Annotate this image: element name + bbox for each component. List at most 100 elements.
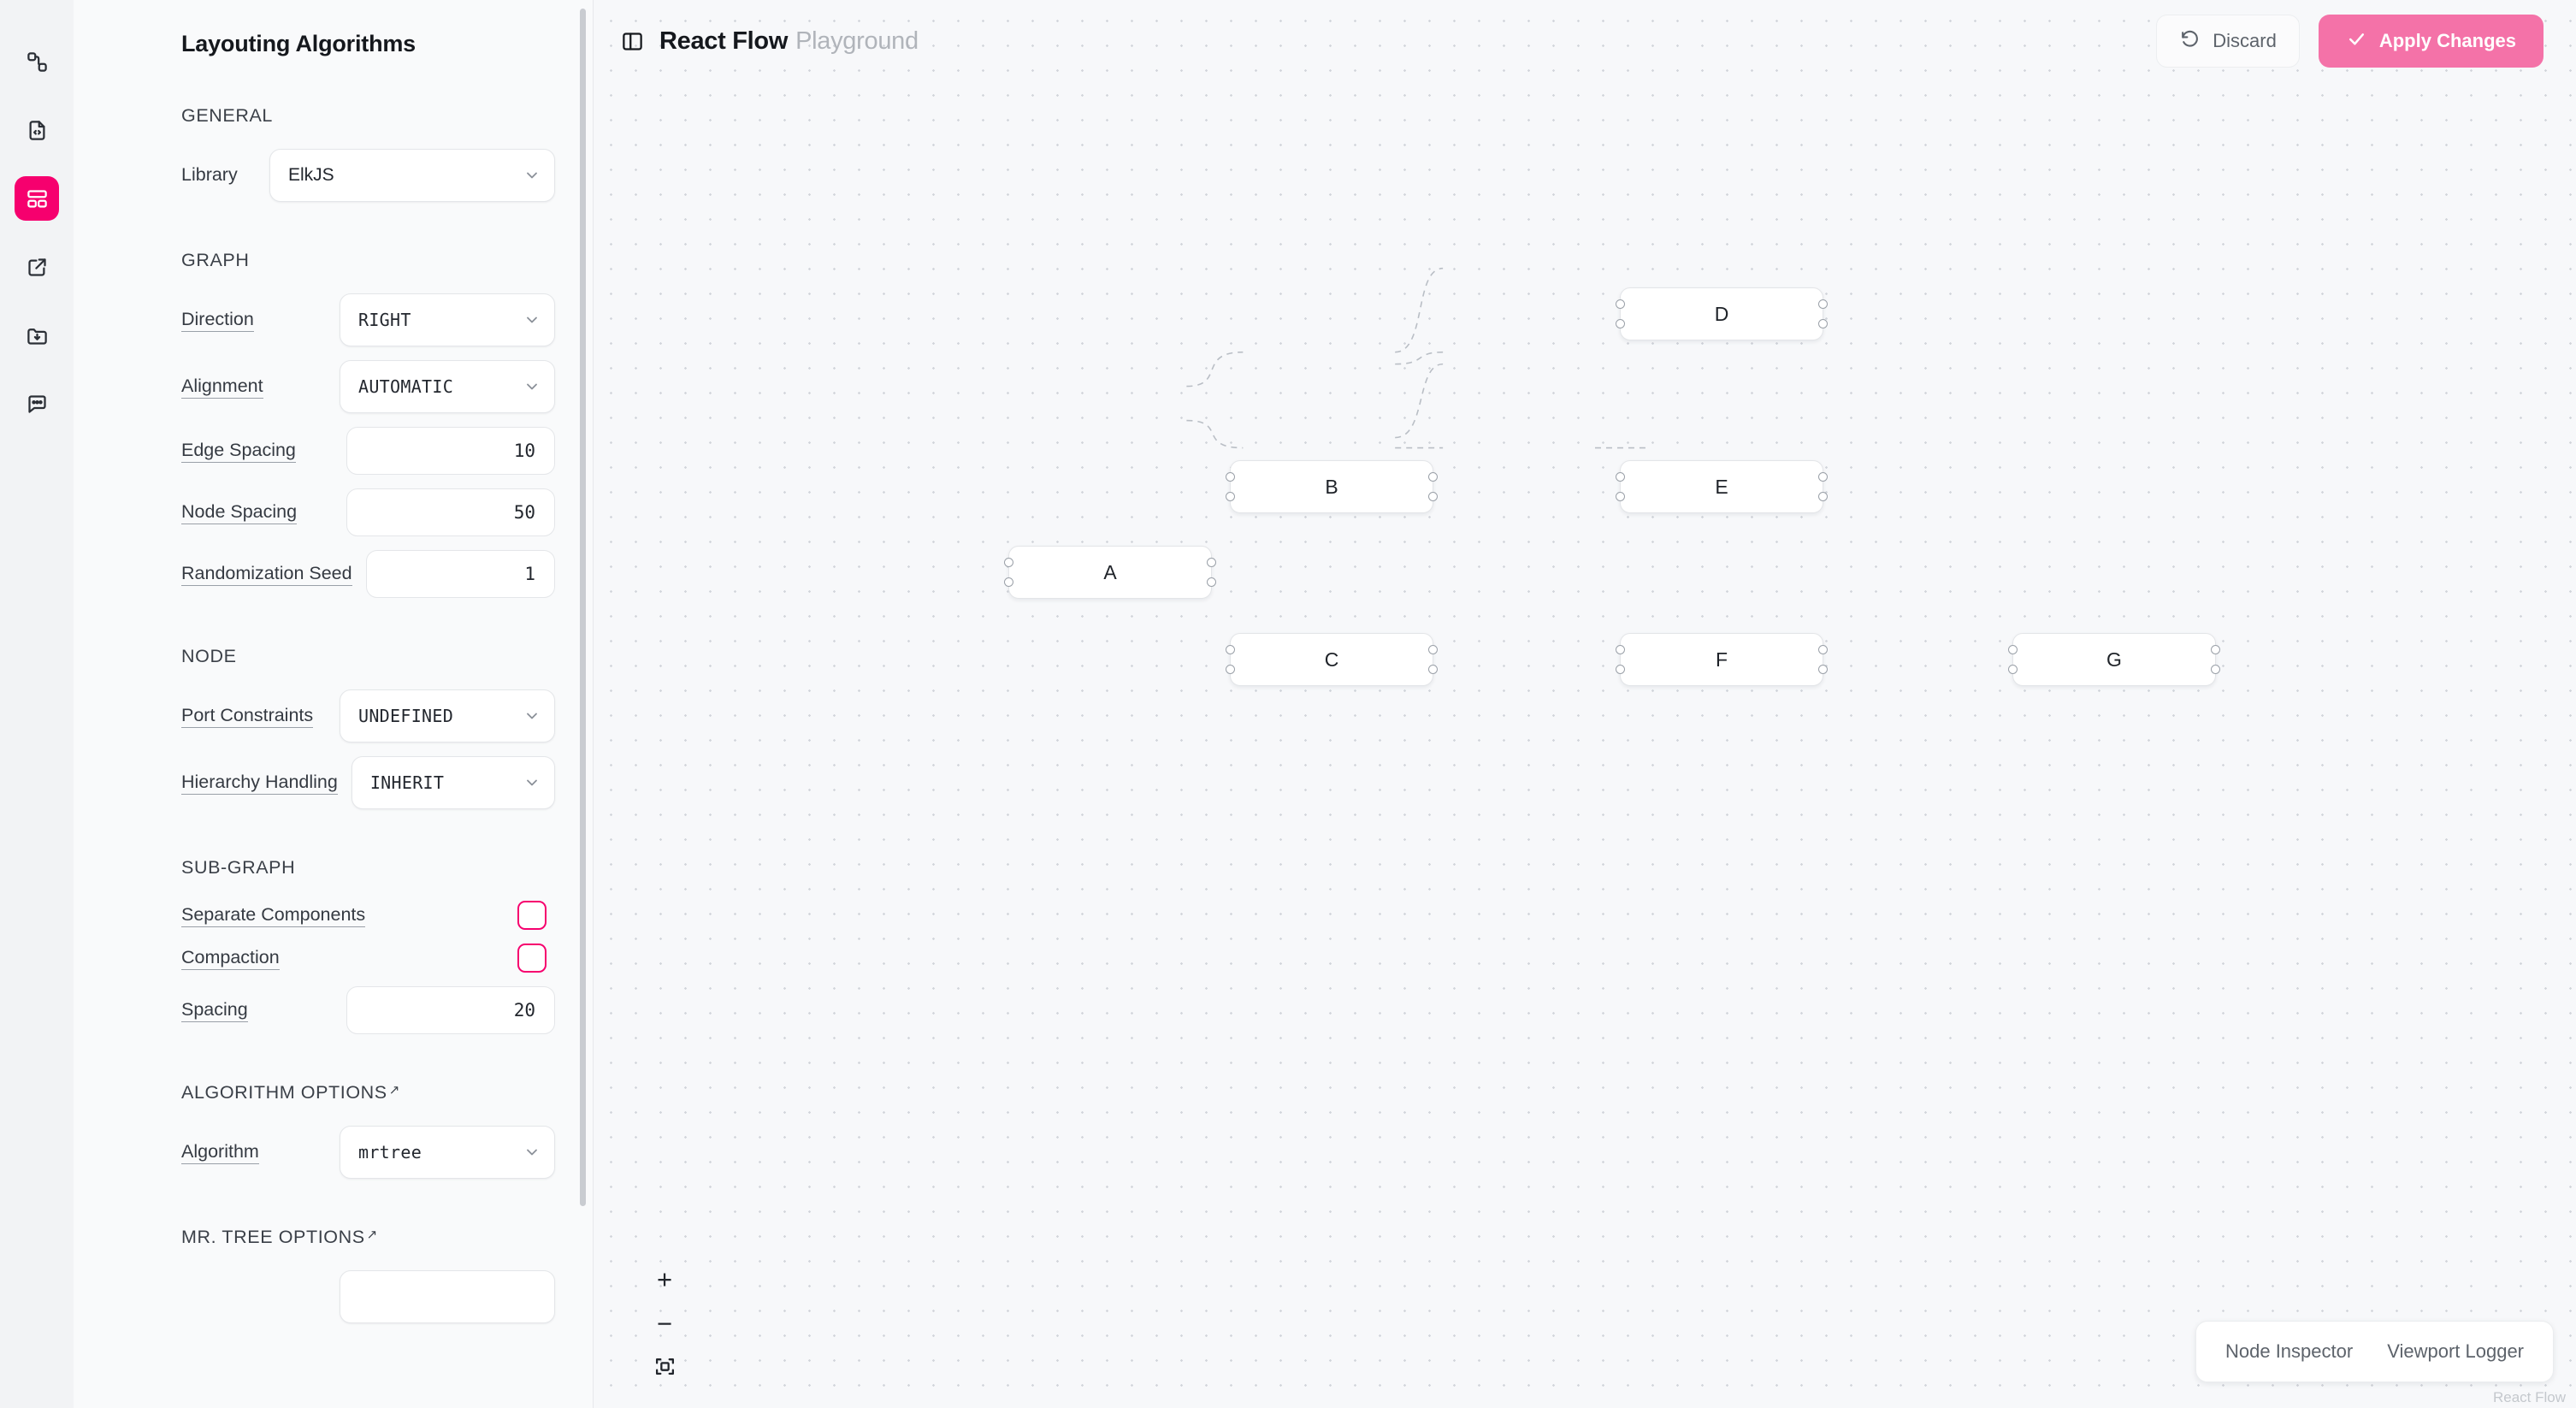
- graph-node-g[interactable]: G: [2008, 633, 2220, 686]
- panel-toggle-icon[interactable]: [621, 30, 644, 53]
- node-handle-right-bottom[interactable]: [2211, 664, 2220, 674]
- node-handle-right-bottom[interactable]: [1818, 491, 1828, 501]
- rail-item-layout[interactable]: [15, 176, 59, 221]
- direction-select[interactable]: RIGHT: [340, 293, 555, 346]
- section-header-node: NODE: [181, 646, 237, 666]
- node-handle-left-bottom[interactable]: [1226, 664, 1235, 674]
- node-handle-left-top[interactable]: [2008, 645, 2018, 655]
- discard-label: Discard: [2213, 30, 2277, 51]
- spacing-input[interactable]: 20: [346, 986, 555, 1034]
- node-handle-left-top[interactable]: [1616, 645, 1625, 655]
- spacing-label: Spacing: [181, 999, 248, 1022]
- node-label: G: [2106, 648, 2122, 671]
- node-handle-right-bottom[interactable]: [1207, 577, 1216, 587]
- graph-node-d[interactable]: D: [1616, 287, 1828, 340]
- undo-icon: [2179, 28, 2201, 55]
- external-link-arrow-icon: ↗: [388, 1083, 400, 1097]
- direction-label: Direction: [181, 309, 254, 332]
- node-handle-left-bottom[interactable]: [1616, 664, 1625, 674]
- node-handle-right-top[interactable]: [1818, 472, 1828, 482]
- node-handle-left-top[interactable]: [1226, 645, 1235, 655]
- file-code-icon: [26, 119, 49, 142]
- node-handle-right-bottom[interactable]: [1818, 664, 1828, 674]
- node-handle-right-top[interactable]: [1818, 645, 1828, 655]
- rail-item-download[interactable]: [15, 313, 59, 358]
- brand-primary: React Flow: [659, 27, 789, 55]
- node-label: B: [1325, 475, 1338, 498]
- library-select[interactable]: ElkJS: [269, 149, 555, 202]
- field-row-port-constraints: Port Constraints UNDEFINED: [181, 689, 555, 742]
- react-flow-attribution[interactable]: React Flow: [2492, 1389, 2566, 1405]
- discard-button[interactable]: Discard: [2156, 15, 2300, 68]
- node-label: A: [1103, 560, 1117, 583]
- node-handle-right-bottom[interactable]: [1428, 664, 1438, 674]
- node-handle-left-bottom[interactable]: [1226, 491, 1235, 501]
- rail-item-flow[interactable]: [15, 39, 59, 84]
- node-handle-right-top[interactable]: [1428, 472, 1438, 482]
- port-constraints-select[interactable]: UNDEFINED: [340, 689, 555, 742]
- node-handle-left-top[interactable]: [1616, 299, 1625, 310]
- panel-scrollbar[interactable]: [580, 9, 586, 1206]
- randomization-seed-input[interactable]: 1: [365, 550, 555, 598]
- settings-panel: Layouting Algorithms GENERAL Library Elk…: [74, 0, 594, 1408]
- node-spacing-input[interactable]: 50: [346, 488, 555, 536]
- zoom-out-button[interactable]: −: [656, 1309, 673, 1339]
- edge-A-C: [1186, 419, 1244, 449]
- section-header-algorithm-options[interactable]: ALGORITHM OPTIONS ↗: [181, 1082, 400, 1103]
- field-row-spacing: Spacing 20: [181, 986, 555, 1034]
- topbar-actions: Discard Apply Changes: [2156, 15, 2544, 68]
- zoom-in-button[interactable]: +: [656, 1264, 673, 1294]
- port-constraints-value: UNDEFINED: [358, 706, 454, 726]
- alignment-select[interactable]: AUTOMATIC: [340, 360, 555, 413]
- chat-dots-icon: [26, 393, 49, 416]
- compaction-checkbox[interactable]: [517, 944, 547, 973]
- node-handle-right-bottom[interactable]: [1818, 318, 1828, 328]
- fit-view-button[interactable]: [638, 1346, 691, 1391]
- hierarchy-handling-select[interactable]: INHERIT: [351, 756, 555, 809]
- node-handle-left-bottom[interactable]: [2008, 664, 2018, 674]
- node-handle-right-bottom[interactable]: [1428, 491, 1438, 501]
- rail-item-code[interactable]: [15, 108, 59, 152]
- hierarchy-handling-label: Hierarchy Handling: [181, 772, 338, 795]
- chevron-down-icon: [523, 774, 541, 791]
- node-label: C: [1324, 648, 1339, 671]
- viewport-logger-toggle[interactable]: Viewport Logger: [2387, 1340, 2524, 1362]
- icon-rail: [0, 0, 74, 1408]
- node-handle-left-top[interactable]: [1226, 472, 1235, 482]
- node-handle-left-top[interactable]: [1616, 472, 1625, 482]
- graph-node-e[interactable]: E: [1616, 460, 1828, 513]
- node-handle-left-top[interactable]: [1004, 558, 1013, 568]
- field-row-compaction: Compaction: [181, 944, 555, 973]
- node-handle-right-top[interactable]: [2211, 645, 2220, 655]
- port-constraints-label: Port Constraints: [181, 705, 314, 728]
- alignment-value: AUTOMATIC: [358, 376, 454, 397]
- node-inspector-toggle[interactable]: Node Inspector: [2224, 1340, 2354, 1362]
- mr-tree-first-select[interactable]: [340, 1270, 555, 1323]
- fit-view-icon: [654, 1353, 676, 1384]
- section-header-mr-tree-options[interactable]: MR. TREE OPTIONS ↗: [181, 1227, 378, 1247]
- node-handle-left-bottom[interactable]: [1616, 491, 1625, 501]
- graph-node-a[interactable]: A: [1004, 546, 1216, 599]
- graph-node-c[interactable]: C: [1226, 633, 1438, 686]
- field-row-alignment: Alignment AUTOMATIC: [181, 360, 555, 413]
- layout-panels-icon: [26, 187, 49, 210]
- page-title: Layouting Algorithms: [181, 31, 416, 56]
- algorithm-select[interactable]: mrtree: [340, 1126, 555, 1179]
- node-handle-left-bottom[interactable]: [1004, 577, 1013, 587]
- apply-changes-button[interactable]: Apply Changes: [2318, 15, 2544, 68]
- separate-components-checkbox[interactable]: [517, 901, 547, 930]
- node-handle-right-top[interactable]: [1818, 299, 1828, 310]
- node-handle-left-bottom[interactable]: [1616, 318, 1625, 328]
- node-handle-right-top[interactable]: [1207, 558, 1216, 568]
- apply-label: Apply Changes: [2378, 30, 2516, 51]
- algorithm-label: Algorithm: [181, 1141, 259, 1164]
- edge-spacing-input[interactable]: 10: [346, 427, 555, 475]
- rail-item-chat[interactable]: [15, 382, 59, 426]
- node-handle-right-top[interactable]: [1428, 645, 1438, 655]
- rail-item-open[interactable]: [15, 245, 59, 289]
- external-link-arrow-icon: ↗: [366, 1228, 378, 1242]
- graph-node-b[interactable]: B: [1226, 460, 1438, 513]
- graph-node-f[interactable]: F: [1616, 633, 1828, 686]
